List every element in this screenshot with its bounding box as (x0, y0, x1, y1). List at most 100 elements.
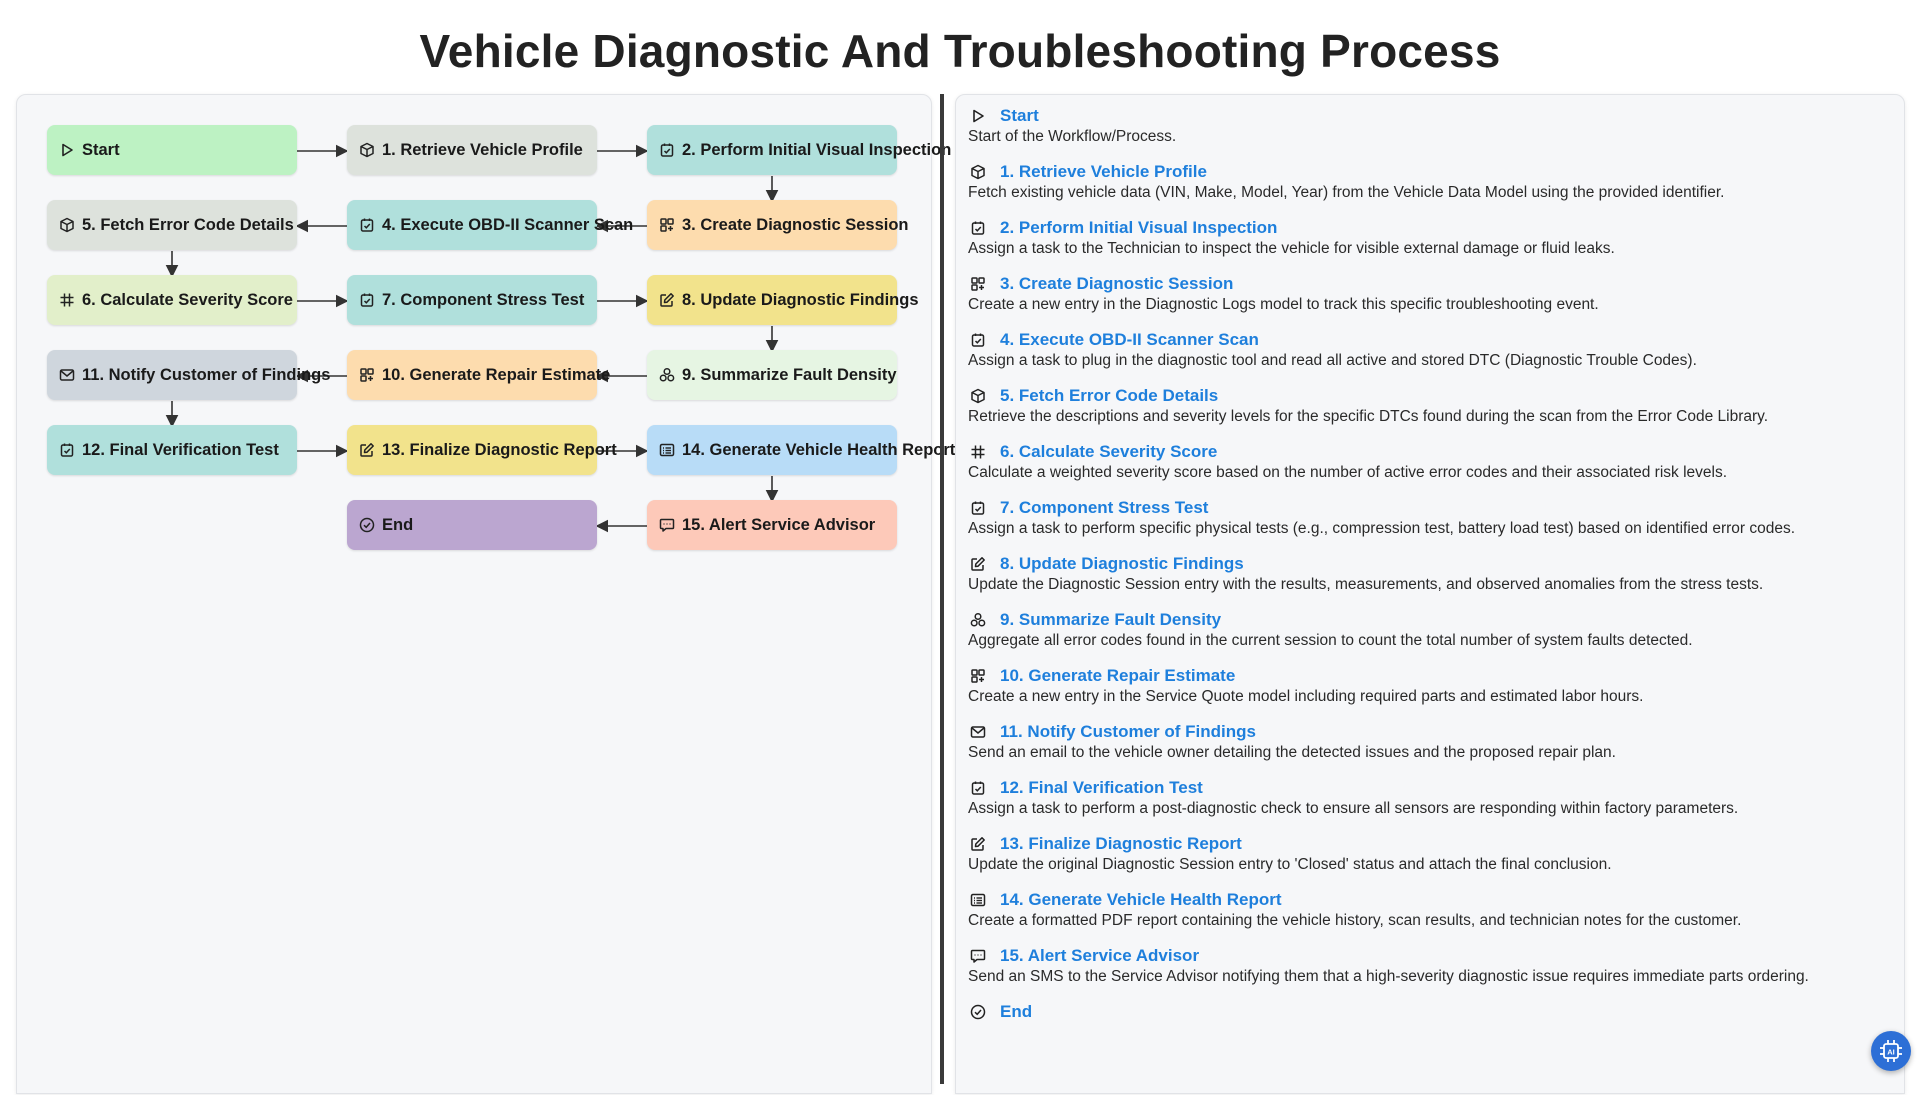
flow-node-n13[interactable]: 13. Finalize Diagnostic Report (347, 425, 617, 475)
step-header: 15. Alert Service Advisor (968, 945, 1904, 967)
cube-icon (971, 388, 985, 404)
step-description: Assign a task to the Technician to inspe… (968, 240, 1615, 257)
step-header: 12. Final Verification Test (968, 777, 1904, 799)
step-header: 14. Generate Vehicle Health Report (968, 889, 1904, 911)
flow-node-label: 2. Perform Initial Visual Inspection (682, 140, 952, 159)
cluster-icon (970, 612, 986, 627)
hash-icon (60, 293, 74, 307)
play-icon (973, 109, 984, 123)
step-description: Create a new entry in the Service Quote … (968, 688, 1644, 705)
step-description: Create a new entry in the Diagnostic Log… (968, 296, 1599, 313)
flow-node-n7[interactable]: 7. Component Stress Test (347, 275, 597, 325)
flow-node-n8[interactable]: 8. Update Diagnostic Findings (647, 275, 919, 325)
step-title-link[interactable]: 10. Generate Repair Estimate (1000, 666, 1236, 685)
step-title-link[interactable]: 13. Finalize Diagnostic Report (1000, 834, 1242, 853)
cube-icon (360, 142, 374, 158)
flow-node-label: 11. Notify Customer of Findings (82, 365, 331, 384)
edit-icon (971, 837, 985, 851)
step-title-link[interactable]: 11. Notify Customer of Findings (1000, 722, 1256, 741)
flow-node-label: 12. Final Verification Test (82, 440, 279, 459)
step-header: 2. Perform Initial Visual Inspection (968, 217, 1904, 239)
flow-node-label: 6. Calculate Severity Score (82, 290, 293, 309)
step-title-link[interactable]: 12. Final Verification Test (1000, 778, 1203, 797)
step-title-link[interactable]: 14. Generate Vehicle Health Report (1000, 890, 1282, 909)
flow-node-label: 10. Generate Repair Estimate (382, 365, 611, 384)
flow-node-label: 14. Generate Vehicle Health Report (682, 440, 956, 459)
flow-node-n12[interactable]: 12. Final Verification Test (47, 425, 297, 475)
step-header: 8. Update Diagnostic Findings (968, 553, 1904, 575)
flow-node-n3[interactable]: 3. Create Diagnostic Session (647, 200, 909, 250)
flow-node-n1[interactable]: 1. Retrieve Vehicle Profile (347, 125, 597, 175)
flow-node-n15[interactable]: 15. Alert Service Advisor (647, 500, 897, 550)
step-title-link[interactable]: 2. Perform Initial Visual Inspection (1000, 218, 1278, 237)
flow-node-n5[interactable]: 5. Fetch Error Code Details (47, 200, 297, 250)
step-title-link[interactable]: 5. Fetch Error Code Details (1000, 386, 1219, 405)
step-description: Retrieve the descriptions and severity l… (968, 408, 1769, 425)
task-icon (971, 781, 985, 795)
flow-node-n11[interactable]: 11. Notify Customer of Findings (47, 350, 330, 400)
panel-divider[interactable] (940, 94, 944, 1084)
step-title-link[interactable]: 6. Calculate Severity Score (1000, 442, 1218, 461)
flow-node-n4[interactable]: 4. Execute OBD-II Scanner Scan (347, 200, 633, 250)
edit-icon (660, 293, 674, 307)
flow-node-label: 5. Fetch Error Code Details (82, 215, 294, 234)
ai-chip-icon: AI (1880, 1040, 1902, 1062)
step-title-link[interactable]: 8. Update Diagnostic Findings (1000, 554, 1244, 573)
task-icon (360, 293, 374, 307)
flow-node-n2[interactable]: 2. Perform Initial Visual Inspection (647, 125, 951, 175)
step-description: Create a formatted PDF report containing… (968, 912, 1742, 929)
step-header: 13. Finalize Diagnostic Report (968, 833, 1904, 855)
task-icon (971, 501, 985, 515)
edit-icon (360, 443, 374, 457)
step-header: 11. Notify Customer of Findings (968, 721, 1904, 743)
flow-node-n14[interactable]: 14. Generate Vehicle Health Report (647, 425, 955, 475)
step-description: Aggregate all error codes found in the c… (968, 632, 1693, 649)
flow-node-label: End (382, 515, 414, 534)
step-description: Assign a task to plug in the diagnostic … (968, 352, 1697, 369)
step-title-link[interactable]: 3. Create Diagnostic Session (1000, 274, 1234, 293)
cube-icon (971, 164, 985, 180)
step-description: Send an SMS to the Service Advisor notif… (968, 968, 1809, 985)
step-header: 5. Fetch Error Code Details (968, 385, 1904, 407)
step-title-link[interactable]: Start (1000, 106, 1039, 125)
step-title-link[interactable]: 7. Component Stress Test (1000, 498, 1209, 517)
step-title-link[interactable]: 1. Retrieve Vehicle Profile (1000, 162, 1207, 181)
grid-plus-icon (971, 669, 985, 683)
sms-icon (659, 518, 675, 532)
flow-node-label: 13. Finalize Diagnostic Report (382, 440, 617, 459)
hash-icon (971, 445, 985, 459)
flow-node-label: 1. Retrieve Vehicle Profile (382, 140, 583, 159)
step-title-link[interactable]: 15. Alert Service Advisor (1000, 946, 1200, 965)
flow-node-start[interactable]: Start (47, 125, 297, 175)
sms-icon (970, 949, 986, 963)
flow-node-n9[interactable]: 9. Summarize Fault Density (647, 350, 897, 400)
flow-node-n10[interactable]: 10. Generate Repair Estimate (347, 350, 610, 400)
flow-node-label: 9. Summarize Fault Density (682, 365, 897, 384)
ai-assistant-button[interactable]: AI (1871, 1031, 1911, 1071)
flow-canvas[interactable]: Start 1. Retrieve Vehicle Profile 2. Perfo… (16, 94, 955, 1094)
step-title-link[interactable]: 4. Execute OBD-II Scanner Scan (1000, 330, 1259, 349)
task-icon (971, 333, 985, 347)
step-description: Update the Diagnostic Session entry with… (968, 576, 1764, 593)
step-title-link[interactable]: 9. Summarize Fault Density (1000, 610, 1222, 629)
flow-node-label: 4. Execute OBD-II Scanner Scan (382, 215, 634, 234)
mail-icon (970, 726, 986, 738)
check-circle-icon (970, 1004, 986, 1020)
flow-node-label: 7. Component Stress Test (382, 290, 585, 309)
step-title-link[interactable]: End (1000, 1002, 1033, 1021)
flow-node-n6[interactable]: 6. Calculate Severity Score (47, 275, 297, 325)
step-header: 10. Generate Repair Estimate (968, 665, 1904, 687)
flow-node-end[interactable]: End (347, 500, 597, 550)
step-description: Update the original Diagnostic Session e… (968, 856, 1612, 873)
flow-node-label: 3. Create Diagnostic Session (682, 215, 909, 234)
